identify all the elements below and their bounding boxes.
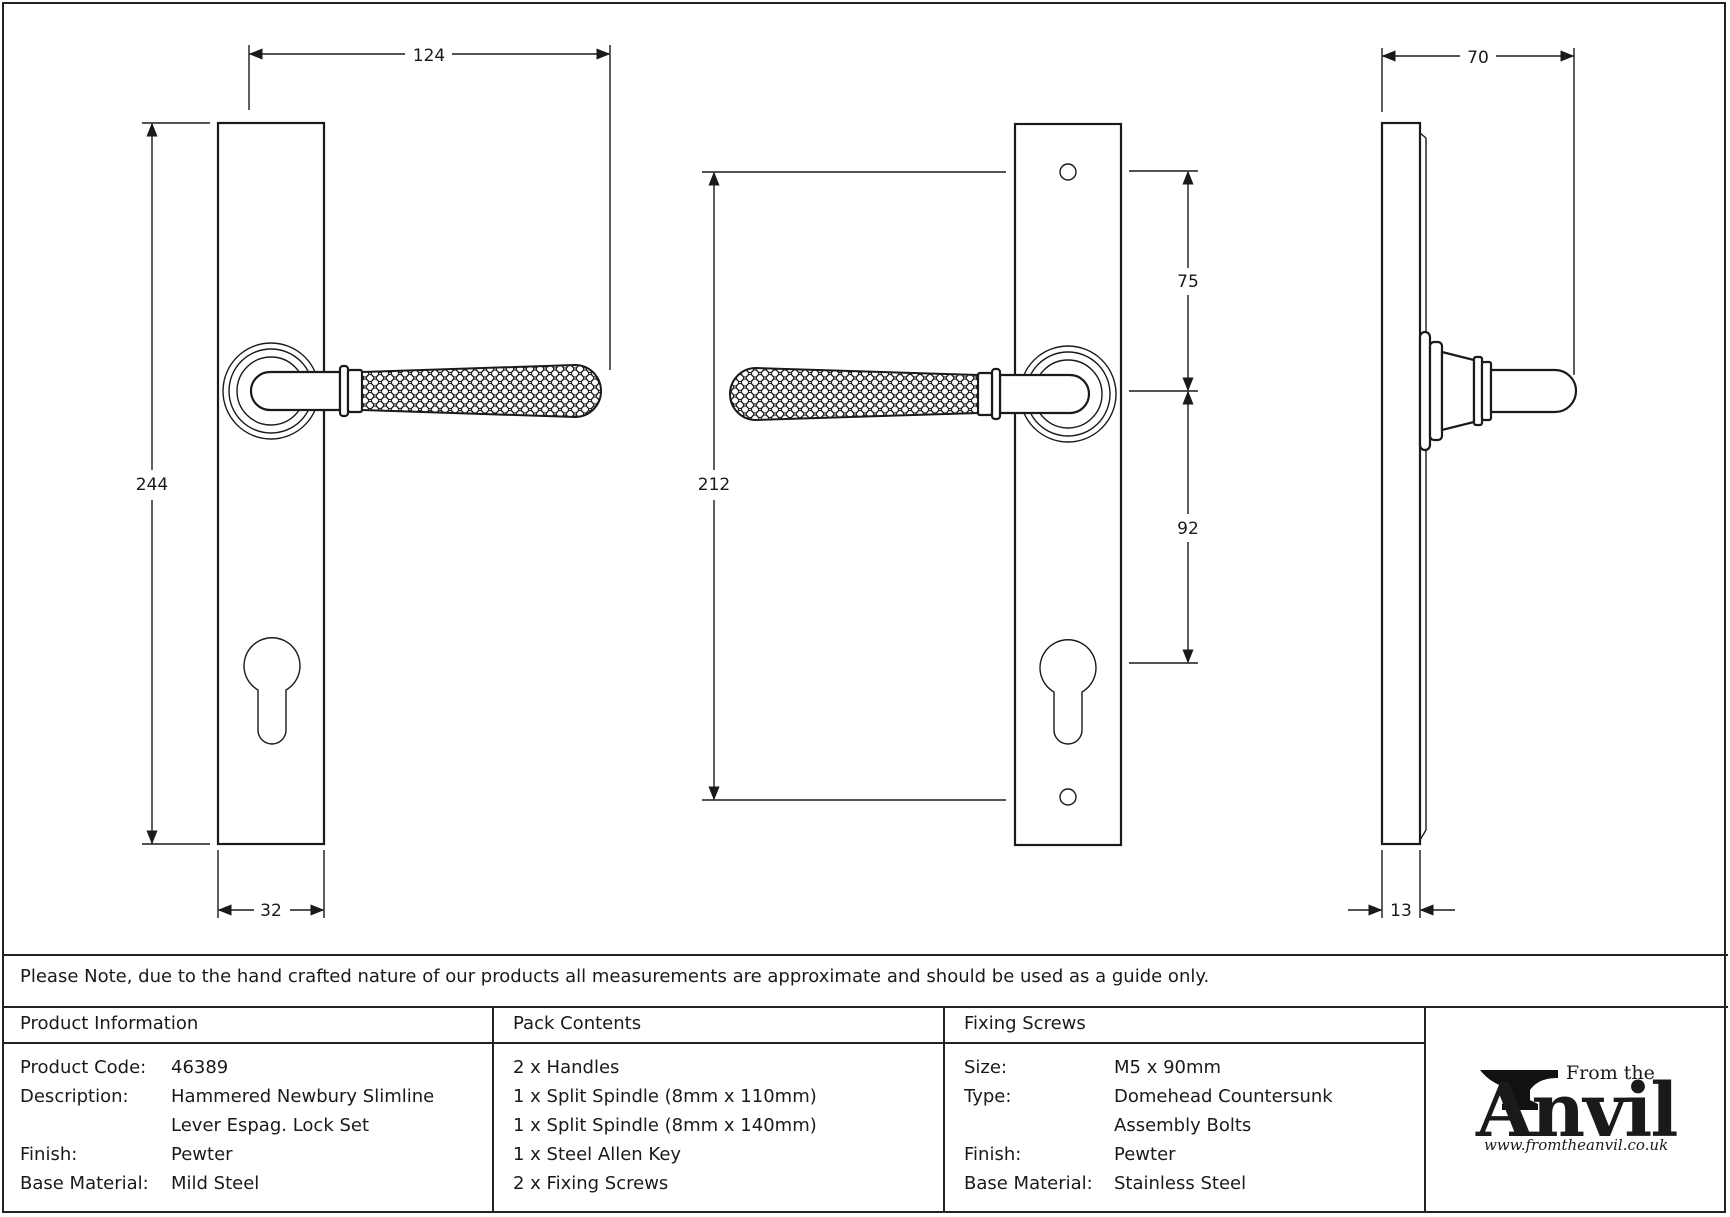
- front-view-left: 124 244 32: [136, 45, 611, 921]
- anvil-icon: [1480, 1070, 1558, 1110]
- product-info-heading: Product Information: [20, 1013, 199, 1034]
- front-view-middle: 212 75 92: [698, 122, 1199, 847]
- hammered-lever-grip: [361, 363, 602, 419]
- dim-plate-width: 32: [260, 901, 282, 921]
- technical-drawing: 124 244 32 212: [136, 45, 1578, 921]
- lever-end-side: [1489, 368, 1578, 414]
- keyhole-cutout: [243, 637, 301, 745]
- backplate-side: [1380, 121, 1422, 846]
- list-item: 1 x Steel Allen Key: [513, 1144, 682, 1165]
- logo-from-text: From the: [1566, 1062, 1655, 1084]
- column-divider: [1424, 1006, 1426, 1213]
- table-top-rule: [2, 954, 1728, 956]
- value-base-material: Mild Steel: [171, 1173, 260, 1194]
- table-rule: [2, 1042, 1426, 1044]
- hammered-lever-grip: [729, 366, 979, 422]
- brand-logo: From the Anvil www.fromtheanvil.co.uk: [1466, 1050, 1696, 1170]
- lever-neck: [249, 370, 342, 412]
- dim-projection: 70: [1467, 48, 1489, 68]
- list-item: 1 x Split Spindle (8mm x 110mm): [513, 1086, 817, 1107]
- dim-lever-to-cylinder: 92: [1177, 519, 1199, 539]
- column-divider: [492, 1006, 494, 1213]
- table-rule: [2, 1006, 1728, 1008]
- value-base-material: Stainless Steel: [1114, 1173, 1247, 1194]
- value-finish: Pewter: [1114, 1144, 1176, 1165]
- list-item: 2 x Handles: [513, 1057, 620, 1078]
- screw-hole-bottom: [1059, 788, 1077, 806]
- rose-side: [1418, 330, 1432, 452]
- logo-url-text: www.fromtheanvil.co.uk: [1484, 1136, 1669, 1154]
- list-item: 2 x Fixing Screws: [513, 1173, 669, 1194]
- pack-contents-heading: Pack Contents: [513, 1013, 642, 1034]
- label-description: Description:: [20, 1086, 129, 1107]
- measurement-note: Please Note, due to the hand crafted nat…: [20, 966, 1210, 987]
- value-type-cont: Assembly Bolts: [1114, 1115, 1252, 1136]
- dim-overall-width: 124: [413, 46, 445, 66]
- label-finish: Finish:: [964, 1144, 1022, 1165]
- collar-side: [1440, 350, 1476, 432]
- list-item: 1 x Split Spindle (8mm x 140mm): [513, 1115, 817, 1136]
- keyhole-cutout: [1039, 639, 1097, 745]
- value-size: M5 x 90mm: [1114, 1057, 1222, 1078]
- label-size: Size:: [964, 1057, 1008, 1078]
- side-view: 70 13: [1348, 48, 1578, 921]
- label-base-material: Base Material:: [20, 1173, 149, 1194]
- logo-brand-text: Anvil: [1476, 1068, 1678, 1154]
- dim-lever-to-hole: 75: [1177, 272, 1199, 292]
- value-type: Domehead Countersunk: [1114, 1086, 1333, 1107]
- lever-neck: [998, 373, 1091, 415]
- label-base-material: Base Material:: [964, 1173, 1093, 1194]
- value-description: Hammered Newbury Slimline: [171, 1086, 435, 1107]
- column-divider: [943, 1006, 945, 1213]
- value-product-code: 46389: [171, 1057, 229, 1078]
- dim-plate-height: 244: [136, 475, 168, 495]
- dim-fixing-centres: 212: [698, 475, 730, 495]
- fixing-screws-heading: Fixing Screws: [964, 1013, 1086, 1034]
- backplate: [1013, 122, 1123, 847]
- screw-hole-top: [1059, 163, 1077, 181]
- value-description-cont: Lever Espag. Lock Set: [171, 1115, 370, 1136]
- label-finish: Finish:: [20, 1144, 78, 1165]
- dim-plate-depth: 13: [1390, 901, 1412, 921]
- label-type: Type:: [964, 1086, 1012, 1107]
- backplate: [216, 121, 326, 846]
- label-product-code: Product Code:: [20, 1057, 147, 1078]
- value-finish: Pewter: [171, 1144, 233, 1165]
